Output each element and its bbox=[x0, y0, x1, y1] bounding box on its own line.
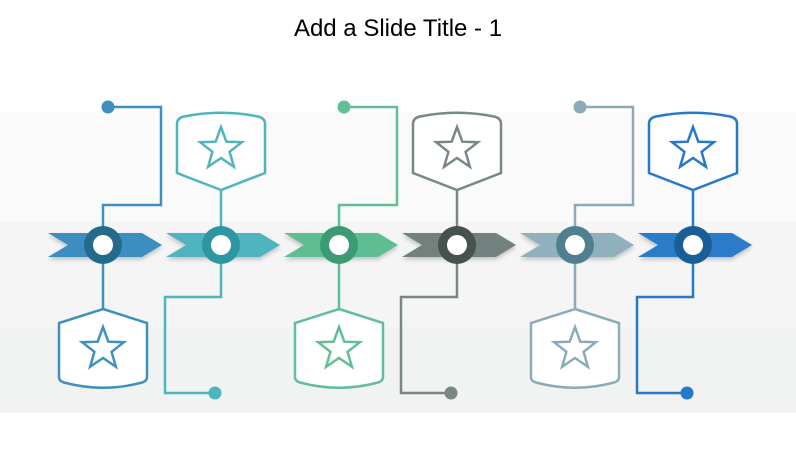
star-badge bbox=[411, 111, 503, 192]
endpoint-dot bbox=[680, 386, 694, 400]
timeline-node-center bbox=[447, 235, 467, 255]
star-badge bbox=[293, 307, 385, 389]
endpoint-dot bbox=[101, 100, 115, 114]
timeline-node-center bbox=[329, 235, 349, 255]
endpoint-dot bbox=[444, 386, 458, 400]
endpoint-dot bbox=[208, 386, 222, 400]
star-badge bbox=[175, 111, 267, 192]
connector-path bbox=[163, 245, 223, 395]
star-icon bbox=[550, 323, 600, 370]
star-icon bbox=[668, 123, 718, 170]
star-icon bbox=[196, 123, 246, 170]
connector-path bbox=[573, 105, 635, 245]
endpoint-dot bbox=[337, 100, 351, 114]
connector-path bbox=[399, 245, 459, 395]
star-badge bbox=[647, 111, 739, 192]
timeline-node-center bbox=[565, 235, 585, 255]
star-icon bbox=[78, 323, 128, 370]
star-icon bbox=[432, 123, 482, 170]
endpoint-dot bbox=[573, 100, 587, 114]
connector-path bbox=[337, 105, 399, 245]
timeline-node-center bbox=[93, 235, 113, 255]
timeline-node-center bbox=[211, 235, 231, 255]
connector-path bbox=[635, 245, 695, 395]
star-badge bbox=[529, 307, 621, 389]
connector-path bbox=[101, 105, 163, 245]
star-icon bbox=[314, 323, 364, 370]
timeline-node-center bbox=[683, 235, 703, 255]
star-badge bbox=[57, 307, 149, 389]
slide-title: Add a Slide Title - 1 bbox=[293, 15, 503, 42]
